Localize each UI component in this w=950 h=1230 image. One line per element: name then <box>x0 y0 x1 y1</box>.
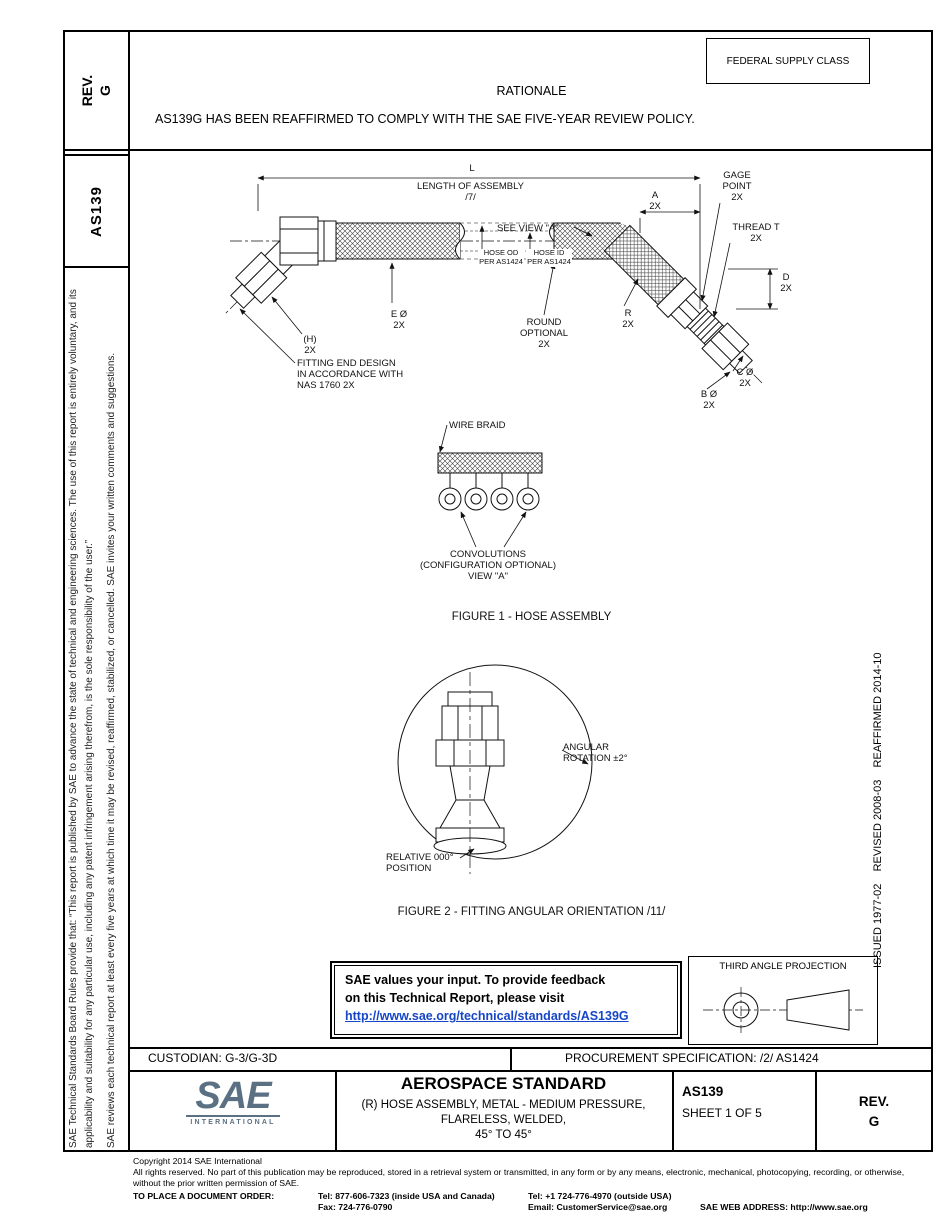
tel-inside-label: Tel: 877-606-7323 (inside USA and Canada… <box>318 1190 495 1201</box>
leader-lines <box>239 202 744 548</box>
fig1-label-dim-c: C Ø 2X <box>736 367 754 390</box>
sae-logo-text: SAE <box>195 1075 271 1117</box>
sidebar-doc-number-box: AS139 <box>63 154 130 268</box>
rotation-circle <box>397 664 593 860</box>
sheet-number: SHEET 1 OF 5 <box>682 1106 762 1120</box>
fig1-label-round-optional: ROUND OPTIONAL 2X <box>519 317 569 351</box>
view-a-detail <box>437 452 543 511</box>
federal-supply-class-label: FEDERAL SUPPLY CLASS <box>726 55 850 67</box>
feedback-line-2: on this Technical Report, please visit <box>345 991 565 1006</box>
fig1-label-convolutions: CONVOLUTIONS (CONFIGURATION OPTIONAL) VI… <box>420 549 556 583</box>
title-block-rev-cell: REV. G <box>815 1070 933 1152</box>
fig2-label-relative-position: RELATIVE 000° POSITION <box>386 852 454 875</box>
figure1-caption: FIGURE 1 - HOSE ASSEMBLY <box>451 611 612 623</box>
sidebar-notice-2: SAE reviews each technical report at lea… <box>106 352 117 1148</box>
rev-label: REV. <box>858 1093 890 1109</box>
title-block-divider-3 <box>815 1070 817 1152</box>
hose-braid <box>335 222 637 260</box>
sae-logo: SAE INTERNATIONAL <box>178 1075 288 1126</box>
rights-line: All rights reserved. No part of this pub… <box>133 1166 905 1188</box>
feedback-link[interactable]: http://www.sae.org/technical/standards/A… <box>345 1009 629 1024</box>
fitting-orientation-drawing <box>397 664 593 874</box>
fig1-label-fitting-end-design: FITTING END DESIGN IN ACCORDANCE WITH NA… <box>297 358 404 392</box>
title-block-divider-2 <box>672 1070 674 1152</box>
federal-supply-class-box: FEDERAL SUPPLY CLASS <box>706 38 870 84</box>
custodian-row-topline <box>130 1047 933 1049</box>
order-label: TO PLACE A DOCUMENT ORDER: <box>133 1190 275 1201</box>
hose-assembly-drawing <box>224 175 778 548</box>
title-block-divider-1 <box>335 1070 337 1152</box>
web-address-label: SAE WEB ADDRESS: http://www.sae.org <box>700 1201 868 1212</box>
fig1-label-length: LENGTH OF ASSEMBLY <box>417 181 524 192</box>
rev-value: G <box>868 1113 880 1129</box>
title-block-number-cell: AS139 SHEET 1 OF 5 <box>682 1084 762 1120</box>
fig1-label-wire-braid: WIRE BRAID <box>449 420 506 431</box>
feedback-line-1: SAE values your input. To provide feedba… <box>345 973 606 987</box>
doc-number: AS139 <box>682 1084 724 1099</box>
standard-type-title: AEROSPACE STANDARD <box>400 1074 607 1093</box>
rationale-title: RATIONALE <box>496 84 567 98</box>
footer-contacts: TO PLACE A DOCUMENT ORDER: Tel: 877-606-… <box>133 1191 931 1215</box>
fax-label: Fax: 724-776-0790 <box>318 1201 393 1212</box>
sidebar-divider-line <box>128 30 130 1152</box>
fig1-label-length-note: /7/ <box>465 192 476 203</box>
tel-outside-label: Tel: +1 724-776-4970 (outside USA) <box>528 1190 672 1201</box>
title-block-center: AEROSPACE STANDARD (R) HOSE ASSEMBLY, ME… <box>337 1074 670 1143</box>
fig1-label-dim-l: L <box>469 163 475 174</box>
title-block-topline <box>130 1070 933 1072</box>
sidebar-rev-label: REV. G <box>78 74 113 107</box>
sidebar-doc-number: AS139 <box>88 185 105 237</box>
fig1-label-dim-r: R 2X <box>622 308 634 331</box>
fig1-label-see-view-a: SEE VIEW "A" <box>497 223 559 234</box>
fig1-label-dim-b: B Ø 2X <box>700 389 718 412</box>
fig1-label-dim-e: E Ø 2X <box>390 309 408 332</box>
fig1-label-hose-id: HOSE ID PER AS1424 <box>526 248 572 267</box>
copyright-line: Copyright 2014 SAE International <box>133 1156 262 1166</box>
page-border <box>63 30 933 1152</box>
figure2-caption: FIGURE 2 - FITTING ANGULAR ORIENTATION /… <box>397 906 666 918</box>
standard-description: (R) HOSE ASSEMBLY, METAL - MEDIUM PRESSU… <box>361 1099 646 1141</box>
third-angle-projection-title: THIRD ANGLE PROJECTION <box>719 961 847 972</box>
custodian-row-divider <box>510 1047 512 1070</box>
right-fitting <box>603 224 753 374</box>
custodian-label: CUSTODIAN: G-3/G-3D <box>148 1051 278 1065</box>
fig1-label-dim-d: D 2X <box>780 272 792 295</box>
email-label: Email: CustomerService@sae.org <box>528 1201 668 1212</box>
feedback-box: SAE values your input. To provide feedba… <box>330 961 682 1039</box>
fig1-label-dim-h: (H) 2X <box>303 334 317 357</box>
third-angle-projection-box: THIRD ANGLE PROJECTION <box>688 956 878 1045</box>
left-fitting <box>230 216 337 309</box>
fig1-label-gage-point: GAGE POINT 2X <box>722 170 752 204</box>
sidebar-notice-1: SAE Technical Standards Board Rules prov… <box>68 289 95 1148</box>
sae-logo-subtext: INTERNATIONAL <box>186 1115 280 1126</box>
third-angle-projection-symbol <box>703 987 863 1033</box>
fig2-label-angular-rotation: ANGULAR ROTATION ±2° <box>563 742 628 765</box>
sidebar-rev-box: REV. G <box>63 30 130 151</box>
fig1-label-dim-a: A 2X <box>649 190 661 213</box>
rationale-body: AS139G HAS BEEN REAFFIRMED TO COMPLY WIT… <box>155 112 695 126</box>
footer-copyright-block: Copyright 2014 SAE International All rig… <box>133 1156 931 1215</box>
procurement-spec-label: PROCUREMENT SPECIFICATION: /2/ AS1424 <box>565 1051 819 1065</box>
dimension-lines <box>257 175 778 310</box>
fig1-label-thread-t: THREAD T 2X <box>732 222 780 245</box>
fig1-label-hose-od: HOSE OD PER AS1424 <box>478 248 524 267</box>
header-divider <box>63 149 933 151</box>
